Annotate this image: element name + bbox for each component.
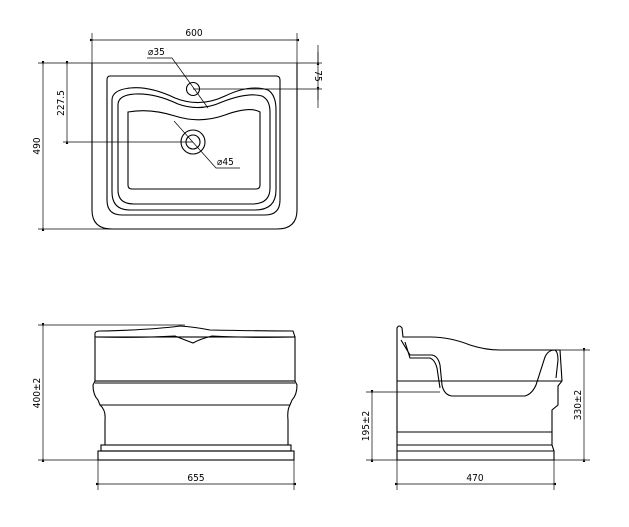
rim-height-label: 330±2 [573,390,584,420]
depth-label: 490 [32,137,43,154]
front-view: 400±2 655 [32,322,298,490]
tap-offset-label: 75 [312,70,323,81]
side-view: 195±2 330±2 470 [361,325,590,490]
top-width-label: 600 [185,28,202,39]
tap-hole-label: ⌀35 [148,47,165,58]
drain-offset-label: 227.5 [56,90,67,116]
top-view-bowl [127,109,261,190]
top-view-outline [91,63,298,230]
front-width-label: 655 [187,473,204,484]
front-view-top [94,325,296,338]
top-view-rim [106,75,281,216]
side-depth-label: 470 [466,473,483,484]
side-view-bowl [400,339,559,397]
drain-label: ⌀45 [217,157,234,168]
front-height-label: 400±2 [32,378,43,408]
top-view: 600 ⌀35 75 227.5 490 ⌀45 [32,28,323,232]
drain-height-label: 195±2 [361,411,372,441]
top-view-basin [111,87,277,211]
side-view-profile [396,325,563,461]
